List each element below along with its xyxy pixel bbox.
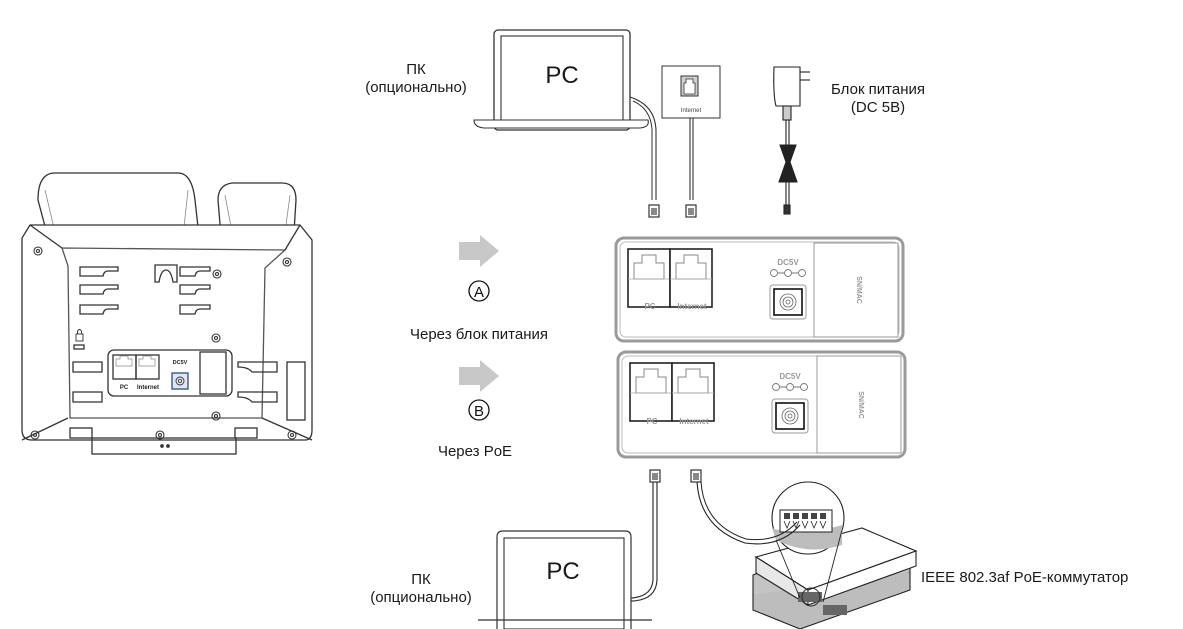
panel-a-pc-label: PC	[644, 302, 655, 311]
panel-a-dc-label: DC5V	[777, 258, 799, 267]
panel-a-sn-label: SN/MAC	[855, 276, 862, 304]
pc-top-rj45-plug	[648, 204, 660, 218]
power-adapter-caption: Блок питания (DC 5В)	[818, 81, 938, 117]
wall-jack-label: Internet	[681, 108, 702, 114]
power-adapter-caption-line1: Блок питания	[831, 81, 925, 98]
pc-bottom-caption-line1: ПК	[411, 571, 431, 588]
option-a-marker-circle	[468, 280, 490, 302]
pc-bottom-caption: ПК (опционально)	[366, 571, 476, 607]
option-b-marker-circle	[468, 399, 490, 421]
pc-bottom-illustration	[478, 482, 658, 629]
pc-bottom-screen-label: PC	[546, 558, 579, 585]
panel-b-internet-label: Internet	[679, 417, 709, 426]
poe-switch-caption: IEEE 802.3af PoE-коммутатор	[921, 569, 1129, 586]
panel-b-sn-label: SN/MAC	[857, 391, 864, 419]
pc-bottom-caption-line2: (опционально)	[370, 589, 472, 606]
phone-port-internet-label: Internet	[137, 385, 159, 391]
option-a-caption: Через блок питания	[410, 326, 548, 343]
phone-back-illustration	[21, 172, 313, 455]
phone-port-dc-label: DC5V	[173, 360, 188, 366]
option-a-marker: A	[474, 284, 484, 301]
option-a-arrow-icon	[459, 235, 499, 267]
pc-top-caption-line2: (опционально)	[365, 79, 467, 96]
option-b-marker: B	[474, 403, 484, 420]
wall-jack-rj45-plug	[685, 204, 697, 218]
port-panel-b	[616, 350, 907, 459]
pc-bottom-rj45-plug	[649, 469, 661, 483]
panel-b-pc-label: PC	[646, 417, 657, 426]
switch-rj45-plug	[690, 469, 702, 483]
option-b-arrow-icon	[459, 360, 499, 392]
port-panel-a	[614, 236, 905, 343]
pc-top-caption-line1: ПК	[406, 61, 426, 78]
pc-top-caption: ПК (опционально)	[356, 61, 476, 97]
power-adapter-illustration	[773, 66, 810, 215]
pc-top-screen-label: PC	[545, 62, 578, 89]
option-b-caption: Через PoE	[437, 443, 513, 460]
wall-jack-illustration	[661, 65, 721, 200]
phone-port-pc-label: PC	[120, 385, 129, 391]
pc-top-illustration	[473, 29, 657, 200]
panel-b-dc-label: DC5V	[779, 372, 801, 381]
power-adapter-caption-line2: (DC 5В)	[850, 99, 906, 116]
panel-a-internet-label: Internet	[677, 302, 707, 311]
poe-switch-illustration	[696, 481, 918, 629]
